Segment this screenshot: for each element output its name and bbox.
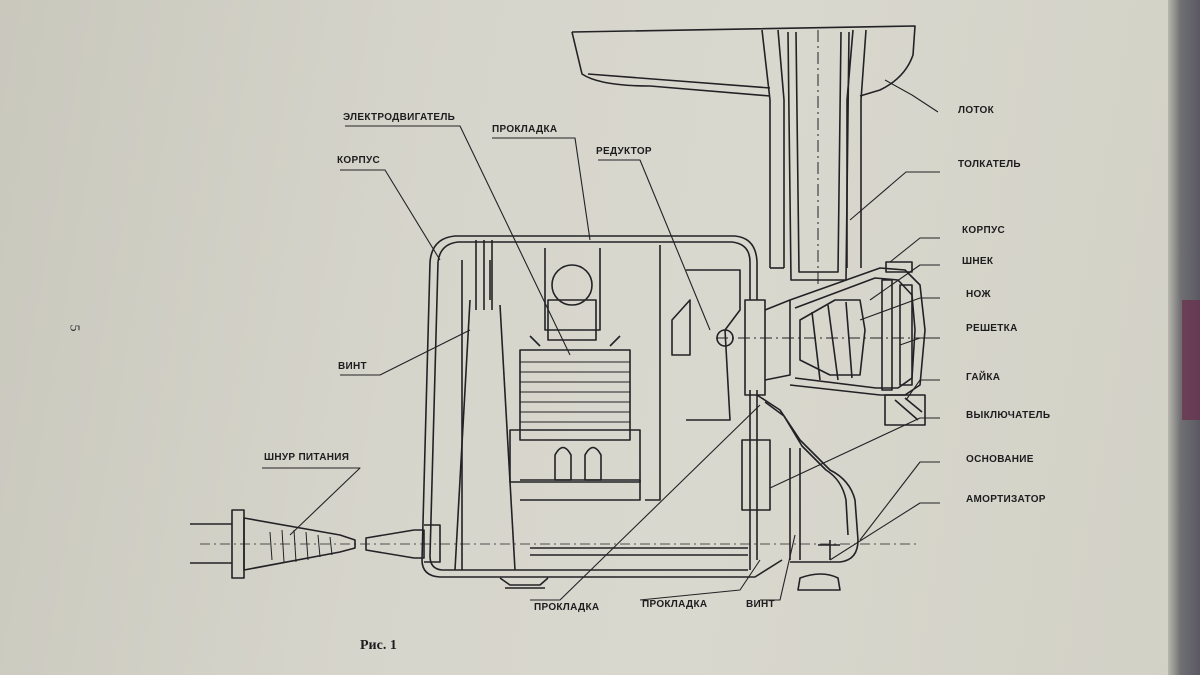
tray-part	[571, 25, 916, 97]
label-base: ОСНОВАНИЕ	[966, 454, 1034, 465]
label-motor: ЭЛЕКТРОДВИГАТЕЛЬ	[343, 112, 456, 123]
label-grid: РЕШЕТКА	[966, 323, 1018, 334]
leader-lines	[262, 79, 940, 601]
feed-tube	[761, 29, 867, 269]
label-damper: АМОРТИЗАТОР	[966, 494, 1046, 505]
figure-caption: Рис. 1	[360, 638, 397, 653]
label-knife: НОЖ	[966, 289, 991, 300]
label-gasket-bottom-left: ПРОКЛАДКА	[534, 602, 600, 613]
base-part	[499, 394, 859, 591]
label-gasket-bottom-mid: ПРОКЛАДКА	[642, 599, 708, 610]
motor-housing	[421, 235, 783, 578]
grinder-head	[789, 261, 926, 426]
power-plug	[190, 509, 920, 579]
background-cloth	[1182, 300, 1200, 420]
label-tray: ЛОТОК	[958, 105, 995, 116]
pusher-part	[787, 30, 850, 285]
label-auger: ШНЕК	[962, 256, 994, 267]
label-reducer: РЕДУКТОР	[596, 146, 652, 157]
label-motor-housing: КОРПУС	[337, 155, 380, 166]
label-head-housing: КОРПУС	[962, 225, 1005, 236]
reducer-part	[645, 245, 930, 501]
label-power-cord: ШНУР ПИТАНИЯ	[264, 452, 350, 463]
label-gasket-top: ПРОКЛАДКА	[492, 124, 558, 135]
label-switch: ВЫКЛЮЧАТЕЛЬ	[966, 410, 1051, 421]
motor-internals	[454, 240, 748, 571]
label-pusher: ТОЛКАТЕЛЬ	[958, 159, 1021, 170]
label-screw-bottom: ВИНТ	[746, 599, 775, 610]
label-screw-left: ВИНТ	[338, 361, 367, 372]
label-nut: ГАЙКА	[966, 372, 1001, 383]
